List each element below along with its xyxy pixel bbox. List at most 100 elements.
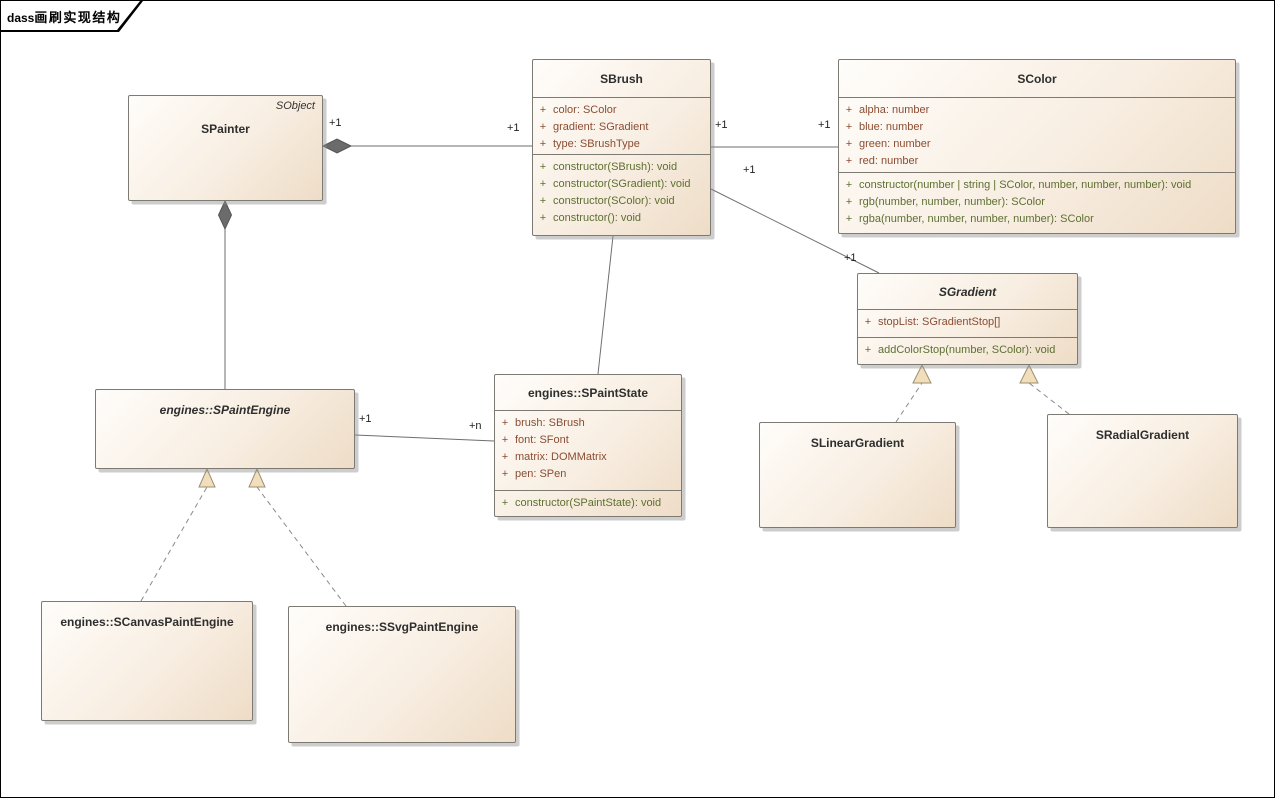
attributes-compartment: +alpha: number +blue: number +green: num…	[839, 97, 1235, 172]
attribute-row: + stopList: SGradientStop[]	[858, 314, 1077, 331]
visibility: +	[845, 213, 853, 225]
generalization-radial-gradient[interactable]	[1028, 382, 1070, 415]
association-brush-paintstate[interactable]	[597, 235, 614, 375]
attribute-row: + alpha: number	[839, 102, 1235, 119]
visibility: +	[864, 344, 872, 356]
attribute-text: color: SColor	[553, 104, 617, 116]
operation-row: + constructor(SGradient): void	[533, 176, 710, 193]
generalization-arrow-radial	[1019, 363, 1039, 384]
attribute-row: + color: SColor	[533, 102, 710, 119]
visibility: +	[501, 434, 509, 446]
class-name: engines::SPaintState	[527, 385, 649, 400]
stereotype-label: SObject	[275, 100, 315, 112]
visibility: +	[845, 155, 853, 167]
class-box-sgradient[interactable]: SGradient + stopList: SGradientStop[] + ad…	[857, 273, 1078, 365]
operation-text: rgba(number, number, number, number): SC…	[859, 213, 1094, 225]
visibility: +	[845, 121, 853, 133]
visibility: +	[864, 316, 872, 328]
operations-compartment: + constructor(number | string | SColor, n…	[839, 172, 1235, 228]
attribute-text: red: number	[859, 155, 919, 167]
generalization-canvas-engine[interactable]	[140, 486, 208, 602]
attributes-compartment: +brush: SBrush +font: SFont +matrix: DOM…	[495, 410, 681, 490]
association-engine-state[interactable]	[354, 434, 495, 442]
class-box-sradialgradient[interactable]: SRadialGradient	[1047, 414, 1238, 528]
visibility: +	[501, 497, 509, 509]
visibility: +	[845, 179, 853, 191]
visibility: +	[501, 468, 509, 480]
attribute-text: font: SFont	[515, 434, 569, 446]
operations-compartment: +constructor(SPaintState): void	[495, 490, 681, 512]
class-name: SColor	[1017, 71, 1057, 86]
generalization-linear-gradient[interactable]	[895, 382, 923, 423]
class-box-spaintengine[interactable]: engines::SPaintEngine	[95, 389, 355, 469]
operation-text: constructor(number | string | SColor, nu…	[859, 179, 1192, 191]
visibility: +	[539, 161, 547, 173]
attribute-text: pen: SPen	[515, 468, 567, 480]
class-box-spaintstate[interactable]: engines::SPaintState +brush: SBrush +fon…	[494, 374, 682, 517]
diagram-name-label: 画刷实现结构	[34, 10, 122, 25]
operation-text: constructor(SBrush): void	[553, 161, 678, 173]
association-brush-gradient[interactable]	[710, 188, 880, 274]
operations-compartment: + addColorStop(number, SColor): void	[858, 337, 1077, 359]
diagram-type-label: dass	[7, 11, 35, 25]
attributes-compartment: + stopList: SGradientStop[]	[858, 309, 1077, 337]
multiplicity-painter-brush-source: +1	[329, 117, 342, 129]
operation-text: constructor(): void	[553, 212, 642, 224]
attribute-text: green: number	[859, 138, 931, 150]
class-box-scanvaspaintengine[interactable]: engines::SCanvasPaintEngine	[41, 601, 253, 721]
operation-text: rgb(number, number, number): SColor	[859, 196, 1045, 208]
generalization-svg-engine[interactable]	[256, 486, 347, 607]
attribute-text: matrix: DOMMatrix	[515, 451, 607, 463]
operations-compartment: + constructor(SBrush): void + constructor(…	[533, 154, 710, 227]
class-name: SRadialGradient	[1095, 428, 1190, 442]
multiplicity-engine-state-target: +n	[469, 420, 482, 432]
class-box-sbrush[interactable]: SBrush +color: SColor +gradient: SGradie…	[532, 59, 711, 236]
diagram-frame-tab-face	[1, 1, 140, 30]
operation-row: +rgb(number, number, number): SColor	[839, 194, 1235, 211]
attribute-text: alpha: number	[859, 104, 930, 116]
class-box-ssvgpaintengine[interactable]: engines::SSvgPaintEngine	[288, 606, 516, 743]
attribute-row: +green: number	[839, 136, 1235, 153]
attribute-row: + pen: SPen	[495, 466, 681, 483]
attribute-text: stopList: SGradientStop[]	[878, 316, 1001, 328]
attribute-row: +type: SBrushType	[533, 136, 710, 153]
class-box-spainter[interactable]: SObject SPainter	[128, 95, 323, 201]
attribute-text: blue: number	[859, 121, 924, 133]
attribute-row: + blue: number	[839, 119, 1235, 136]
class-name: engines::SCanvasPaintEngine	[60, 615, 234, 629]
multiplicity-brush-color-source: +1	[715, 119, 728, 131]
multiplicity-brush-gradient-source: +1	[743, 164, 756, 176]
multiplicity-engine-state-source: +1	[359, 413, 372, 425]
class-box-slineargradient[interactable]: SLinearGradient	[759, 422, 956, 528]
visibility: +	[501, 451, 509, 463]
attribute-row: + matrix: DOMMatrix	[495, 449, 681, 466]
operation-row: + addColorStop(number, SColor): void	[858, 342, 1077, 359]
attributes-compartment: + color: SColor + gradient: SGradient +typ…	[533, 97, 710, 154]
visibility: +	[539, 212, 547, 224]
operation-row: + constructor(number | string | SColor, n…	[839, 177, 1235, 194]
generalization-arrow-linear	[912, 363, 932, 384]
attribute-text: gradient: SGradient	[553, 121, 649, 133]
composition-diamond-painter-engine	[217, 199, 233, 231]
multiplicity-painter-brush-target: +1	[507, 122, 520, 134]
visibility: +	[539, 138, 547, 150]
class-name: engines::SSvgPaintEngine	[325, 620, 479, 634]
diagram-title: dass画刷实现结构	[7, 7, 121, 26]
class-name: SLinearGradient	[810, 436, 905, 450]
attribute-row: + red: number	[839, 153, 1235, 170]
composition-diamond-painter-brush	[321, 138, 353, 154]
class-box-scolor[interactable]: SColor +alpha: number +blue: number +gre…	[838, 59, 1236, 234]
attribute-row: + font: SFont	[495, 432, 681, 449]
visibility: +	[845, 104, 853, 116]
generalization-arrow-canvas	[198, 467, 216, 488]
multiplicity-brush-gradient-target: +1	[844, 252, 857, 264]
visibility: +	[539, 178, 547, 190]
generalization-arrow-svg	[248, 467, 266, 488]
class-name: SGradient	[938, 284, 997, 299]
operation-row: + constructor(): void	[533, 210, 710, 227]
operation-text: constructor(SGradient): void	[553, 178, 691, 190]
visibility: +	[539, 104, 547, 116]
operation-text: addColorStop(number, SColor): void	[878, 344, 1056, 356]
operation-row: +constructor(SPaintState): void	[495, 495, 681, 512]
